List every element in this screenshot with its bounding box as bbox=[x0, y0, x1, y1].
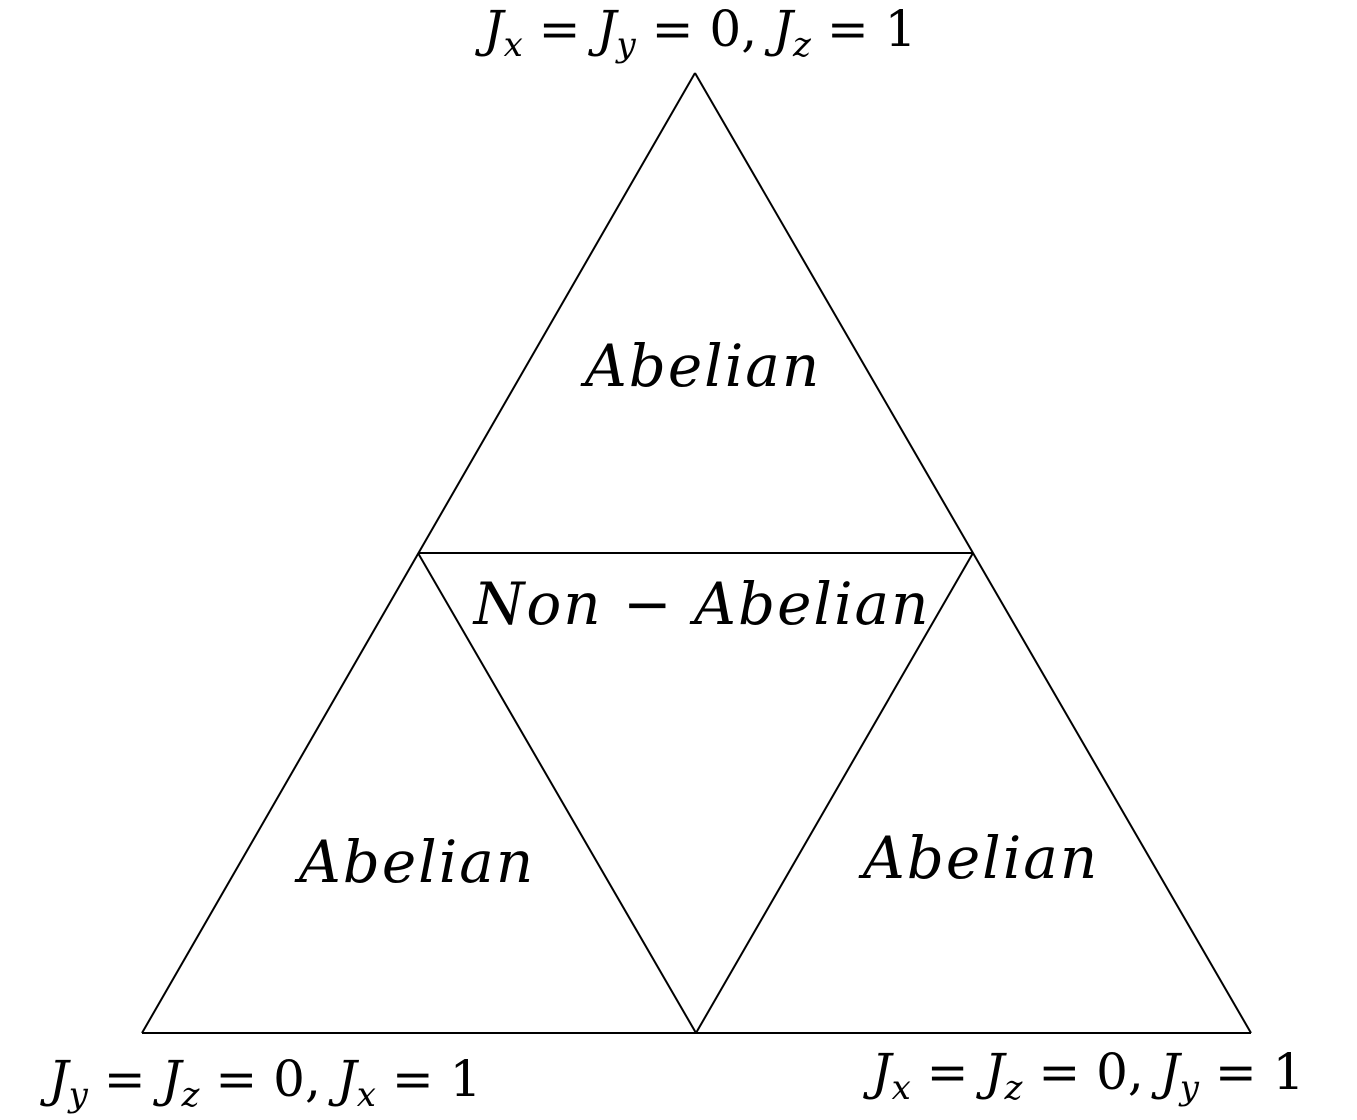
vertex-bottom-left-label: Jy = Jz = 0, Jx = 1 bbox=[40, 1050, 482, 1115]
region-top-label: Abelian bbox=[580, 332, 821, 400]
inner-edge-right bbox=[695, 552, 974, 1034]
vertex-top-label: Jx = Jy = 0, Jz = 1 bbox=[475, 0, 917, 65]
region-bottom-left-label: Abelian bbox=[294, 828, 535, 896]
region-bottom-right-label: Abelian bbox=[858, 824, 1099, 892]
inner-edge-left bbox=[417, 552, 697, 1034]
vertex-bottom-right-label: Jx = Jz = 0, Jy = 1 bbox=[863, 1043, 1305, 1108]
region-center-label: Non − Abelian bbox=[472, 570, 931, 638]
